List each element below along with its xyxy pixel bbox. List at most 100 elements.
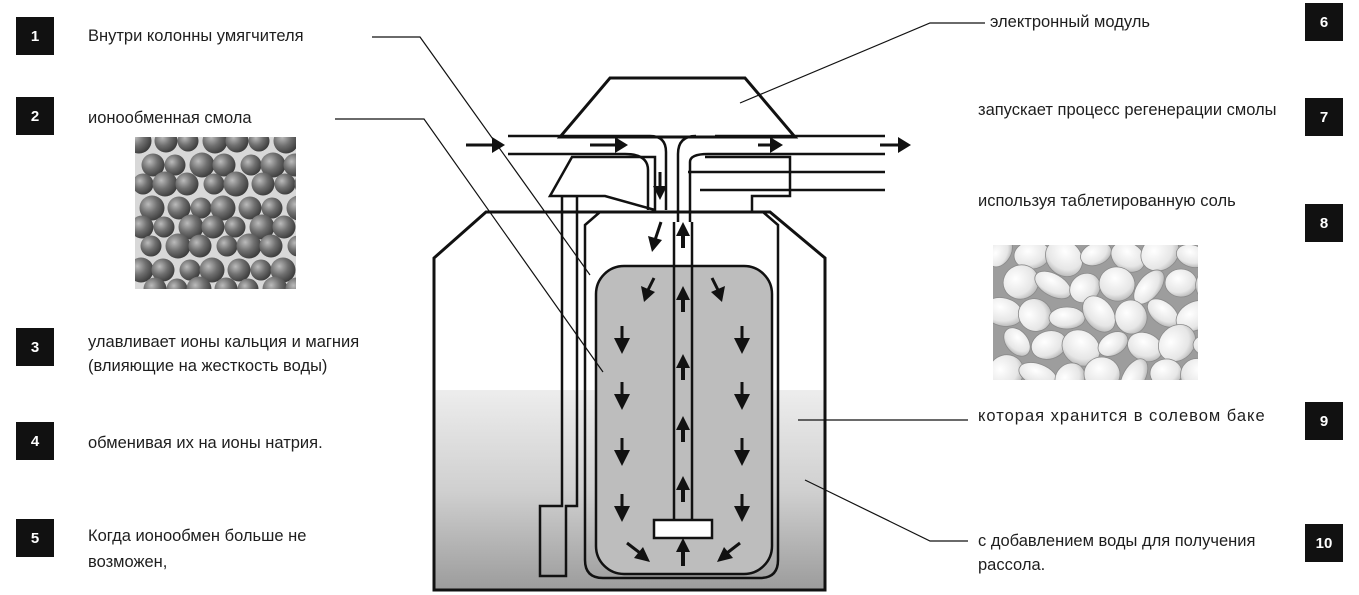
resin-bead: [299, 259, 322, 282]
resin-bead: [188, 234, 212, 258]
control-head-bottom-right: [705, 155, 792, 212]
salt-tank: [432, 210, 827, 592]
resin-bead: [167, 196, 191, 220]
salt-tablet: [1082, 295, 1116, 333]
resin-bead: [179, 259, 201, 281]
salt-tablet: [1054, 362, 1086, 380]
step-label-10: с добавлением воды для получения рассола…: [978, 532, 1256, 574]
resin-bead: [186, 276, 212, 289]
resin-bead: [223, 171, 249, 197]
resin-bead: [141, 153, 165, 177]
resin-bead: [216, 235, 238, 257]
resin-bead: [152, 171, 178, 197]
resin-bead: [210, 195, 236, 221]
salt-tablet: [1003, 327, 1031, 357]
step-badge-2: 2: [16, 97, 54, 135]
resin-bead: [283, 153, 296, 177]
step-badge-1: 1: [16, 17, 54, 55]
step-label-4: обменивая их на ионы натрия.: [88, 434, 323, 452]
resin-bead: [287, 235, 296, 257]
salt-tablet: [1083, 356, 1121, 380]
flow-arrows: [466, 137, 911, 252]
resin-bead: [224, 216, 246, 238]
resin-bead: [273, 137, 296, 154]
resin-bead: [203, 173, 225, 195]
resin-bead: [260, 152, 286, 178]
salt-tablet: [1192, 334, 1198, 358]
resin-bead: [274, 173, 296, 195]
resin-bead: [309, 279, 330, 300]
resin-bead: [272, 215, 296, 239]
resin-bead: [140, 235, 162, 257]
resin-bead: [249, 214, 275, 240]
resin-bead: [189, 152, 215, 178]
resin-bead: [297, 130, 320, 153]
salt-tablet: [1017, 298, 1053, 332]
salt-tablet: [1080, 245, 1112, 267]
salt-tablet: [1097, 331, 1129, 357]
step-badge-10: 10: [1305, 524, 1343, 562]
salt-tablet: [1119, 358, 1149, 380]
leader-lines: [335, 22, 985, 542]
salt-tablets-photo: [993, 245, 1198, 380]
resin-bead: [175, 172, 199, 196]
resin-bead: [201, 215, 225, 239]
resin-bead: [259, 234, 283, 258]
resin-bead: [225, 137, 249, 153]
step-badge-9: 9: [1305, 402, 1343, 440]
resin-bead: [135, 137, 152, 154]
step-badge-3: 3: [16, 328, 54, 366]
column-wall: [583, 211, 780, 580]
resin-bead: [199, 257, 225, 283]
salt-tablet: [993, 354, 1025, 380]
brine-well: [538, 194, 579, 578]
resin-bead: [237, 278, 259, 289]
resin-bead: [135, 215, 154, 239]
resin-bead: [153, 216, 175, 238]
resin-bead: [301, 217, 322, 238]
step-badge-6: 6: [1305, 3, 1343, 41]
resin-bead: [286, 195, 296, 221]
salt-tablet: [1140, 245, 1180, 272]
resin-bead: [164, 154, 186, 176]
salt-tablet: [1098, 266, 1136, 302]
resin-bead: [165, 233, 191, 259]
resin-bead: [202, 137, 228, 154]
resin-bead: [250, 259, 272, 281]
riser-up-arrows: [676, 222, 690, 566]
step-label-9: которая хранится в солевом баке: [978, 407, 1266, 425]
resin-beads-photo: [135, 130, 333, 300]
resin-bead: [308, 234, 333, 259]
resin-bead: [177, 137, 199, 152]
control-head-bottom: [547, 155, 657, 212]
resin-bead: [248, 137, 270, 152]
resin-bead: [166, 278, 188, 289]
step-label-3: улавливает ионы кальция и магния (влияющ…: [88, 333, 360, 375]
resin-bead: [139, 195, 165, 221]
salt-tablet: [1018, 362, 1058, 380]
resin-bead: [251, 172, 275, 196]
resin-bead: [312, 155, 333, 176]
pipes: [508, 134, 885, 540]
resin-bead: [143, 277, 167, 289]
salt-tablet: [1048, 306, 1086, 330]
step-badge-7: 7: [1305, 98, 1343, 136]
salt-tablet: [1157, 324, 1197, 362]
salt-tablet: [1045, 245, 1083, 278]
resin-flow-arrows: [614, 277, 750, 562]
step-label-8: используя таблетированную соль: [978, 192, 1236, 210]
resin-bead: [236, 233, 262, 259]
step-badge-4: 4: [16, 422, 54, 460]
resin-bead: [178, 214, 204, 240]
resin-bead: [135, 173, 154, 195]
resin-bead: [238, 196, 262, 220]
salt-tablet: [1180, 358, 1198, 380]
resin-bead: [227, 258, 251, 282]
step-label-7: запускает процесс регенерации смолы: [978, 101, 1277, 119]
resin-bead: [310, 197, 333, 220]
step-label-6: электронный модуль: [990, 13, 1150, 31]
step-label-1: Внутри колонны умягчителя: [88, 27, 304, 45]
salt-tablet: [1176, 245, 1198, 268]
